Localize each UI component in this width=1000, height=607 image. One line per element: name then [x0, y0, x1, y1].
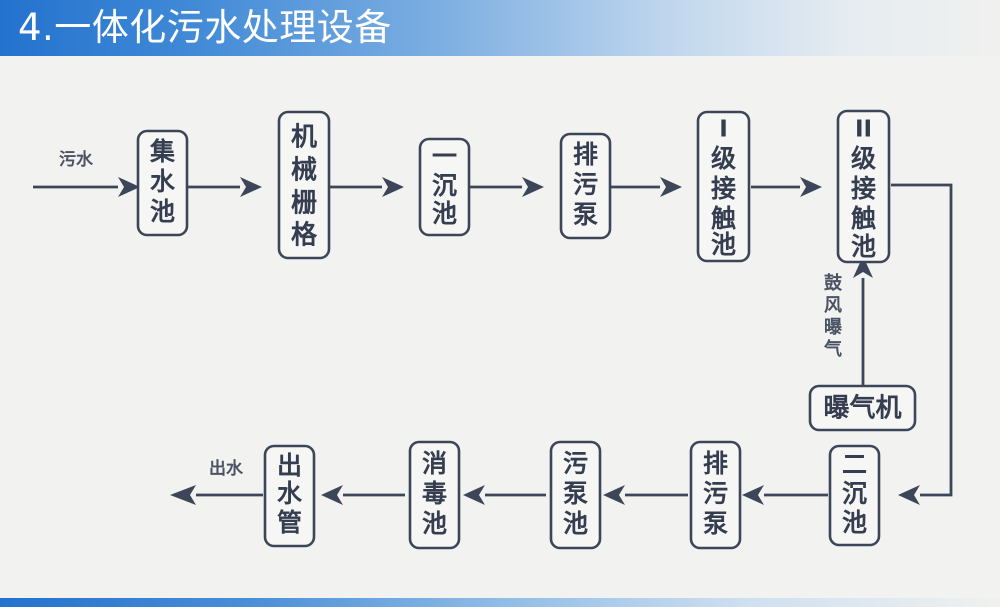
- node-jiechuchi-1-char-2: 接: [711, 174, 736, 203]
- node-jixieshange-char-2: 栅: [291, 188, 317, 219]
- edge-jiechuchi2-to-erchenchi: [891, 183, 953, 505]
- edge-inlet: 污水: [33, 149, 140, 197]
- edge-paiwubeng2-to-wubengchi: [603, 485, 688, 505]
- node-jishuichi-char-1: 水: [150, 167, 176, 196]
- edge-paiwubeng1-to-jiechuchi1: [611, 177, 682, 197]
- edge-xiaoduchi-to-chushuiguan: [321, 485, 405, 505]
- edge-outlet: 出水: [170, 458, 263, 505]
- node-erchenchi-char-0: 二: [842, 450, 867, 479]
- page-title: 4.一体化污水处理设备: [18, 6, 392, 49]
- node-yichenchi[interactable]: 一 沉 池: [418, 137, 471, 237]
- bottom-accent-bar: [0, 598, 1000, 607]
- node-paiwubeng-bottom-char-2: 泵: [703, 509, 728, 538]
- node-jiechuchi-2-char-1: 级: [851, 144, 876, 173]
- edge-yichenchi-to-paiwubeng1: [470, 177, 544, 197]
- aeration-char-2: 曝: [824, 317, 842, 338]
- node-erchenchi[interactable]: 二 沉 池: [828, 444, 881, 547]
- node-paiwubeng-top-char-0: 排: [573, 140, 598, 169]
- edge-wubengchi-to-xiaoduchi: [463, 485, 546, 505]
- edge-caption-outlet: 出水: [209, 458, 244, 479]
- edge-caption-inlet: 污水: [59, 149, 94, 170]
- node-jixieshange-char-1: 械: [291, 156, 317, 186]
- node-jiechuchi-2-char-4: 池: [851, 232, 876, 261]
- node-xiaoduchi-char-0: 消: [422, 449, 447, 478]
- node-jishuichi-char-0: 集: [149, 137, 176, 166]
- node-chushuiguan[interactable]: 出 水 管: [263, 444, 316, 548]
- node-jiechuchi-2[interactable]: II 级 接 触 池: [836, 109, 891, 264]
- edge-jixieshange-to-yichenchi: [330, 177, 404, 197]
- node-paiwubeng-top[interactable]: 排 污 泵: [559, 132, 612, 240]
- node-jiechuchi-1-char-0: I: [719, 117, 728, 143]
- node-jixieshange[interactable]: 机 械 栅 格: [277, 110, 331, 260]
- node-jiechuchi-1-char-4: 池: [711, 230, 736, 259]
- node-jishuichi-char-2: 池: [150, 197, 175, 226]
- node-chushuiguan-char-0: 出: [277, 451, 302, 480]
- node-jiechuchi-2-char-0: II: [855, 117, 872, 143]
- node-paiwubeng-bottom[interactable]: 排 污 泵: [689, 440, 742, 550]
- node-paiwubeng-top-char-1: 污: [573, 170, 598, 199]
- process-flow-diagram: 污水: [0, 56, 1000, 598]
- node-jiechuchi-1-char-3: 触: [711, 204, 736, 233]
- node-wubengchi-char-1: 泵: [563, 479, 588, 508]
- node-paiwubeng-bottom-char-0: 排: [703, 449, 728, 478]
- node-paiwubeng-bottom-char-1: 污: [703, 479, 728, 508]
- node-xiaoduchi-char-1: 毒: [422, 479, 447, 508]
- aeration-char-1: 风: [824, 295, 842, 316]
- node-erchenchi-char-2: 池: [842, 508, 867, 537]
- node-wubengchi-char-0: 污: [563, 449, 588, 478]
- node-chushuiguan-char-1: 水: [277, 479, 303, 508]
- title-bar: 4.一体化污水处理设备: [0, 0, 1000, 56]
- edge-caption-aeration: 鼓 风 曝 气: [823, 272, 843, 360]
- node-yichenchi-char-0: 一: [432, 142, 457, 171]
- node-yichenchi-char-2: 池: [432, 199, 457, 228]
- node-yichenchi-char-1: 沉: [432, 171, 457, 200]
- flow-svg: 污水: [33, 109, 953, 550]
- edge-jishuichi-to-jixieshange: [188, 177, 262, 197]
- node-jiechuchi-1[interactable]: I 级 接 触 池: [696, 110, 751, 263]
- edge-aeration: 鼓 风 曝 气: [823, 256, 873, 386]
- node-jiechuchi-2-char-3: 触: [851, 204, 876, 233]
- edge-erchenchi-to-paiwubeng2: [742, 485, 828, 505]
- node-baoqiji[interactable]: 曝气机: [808, 384, 917, 432]
- node-erchenchi-char-1: 沉: [842, 479, 867, 508]
- node-xiaoduchi-char-2: 池: [422, 509, 447, 538]
- edge-jiechuchi1-to-jiechuchi2: [751, 177, 822, 197]
- node-baoqiji-label: 曝气机: [823, 393, 901, 424]
- node-jixieshange-char-3: 格: [291, 220, 318, 251]
- aeration-char-0: 鼓: [824, 272, 843, 294]
- node-xiaoduchi[interactable]: 消 毒 池: [408, 440, 461, 550]
- node-wubengchi-char-2: 池: [563, 509, 588, 538]
- node-jixieshange-char-0: 机: [291, 123, 317, 153]
- node-jiechuchi-1-char-1: 级: [711, 144, 736, 173]
- node-chushuiguan-char-2: 管: [277, 508, 302, 537]
- node-jiechuchi-2-char-2: 接: [851, 174, 876, 203]
- node-paiwubeng-top-char-2: 泵: [573, 200, 598, 229]
- node-wubengchi[interactable]: 污 泵 池: [549, 440, 602, 550]
- node-jishuichi[interactable]: 集 水 池: [136, 129, 189, 237]
- aeration-char-3: 气: [823, 338, 842, 360]
